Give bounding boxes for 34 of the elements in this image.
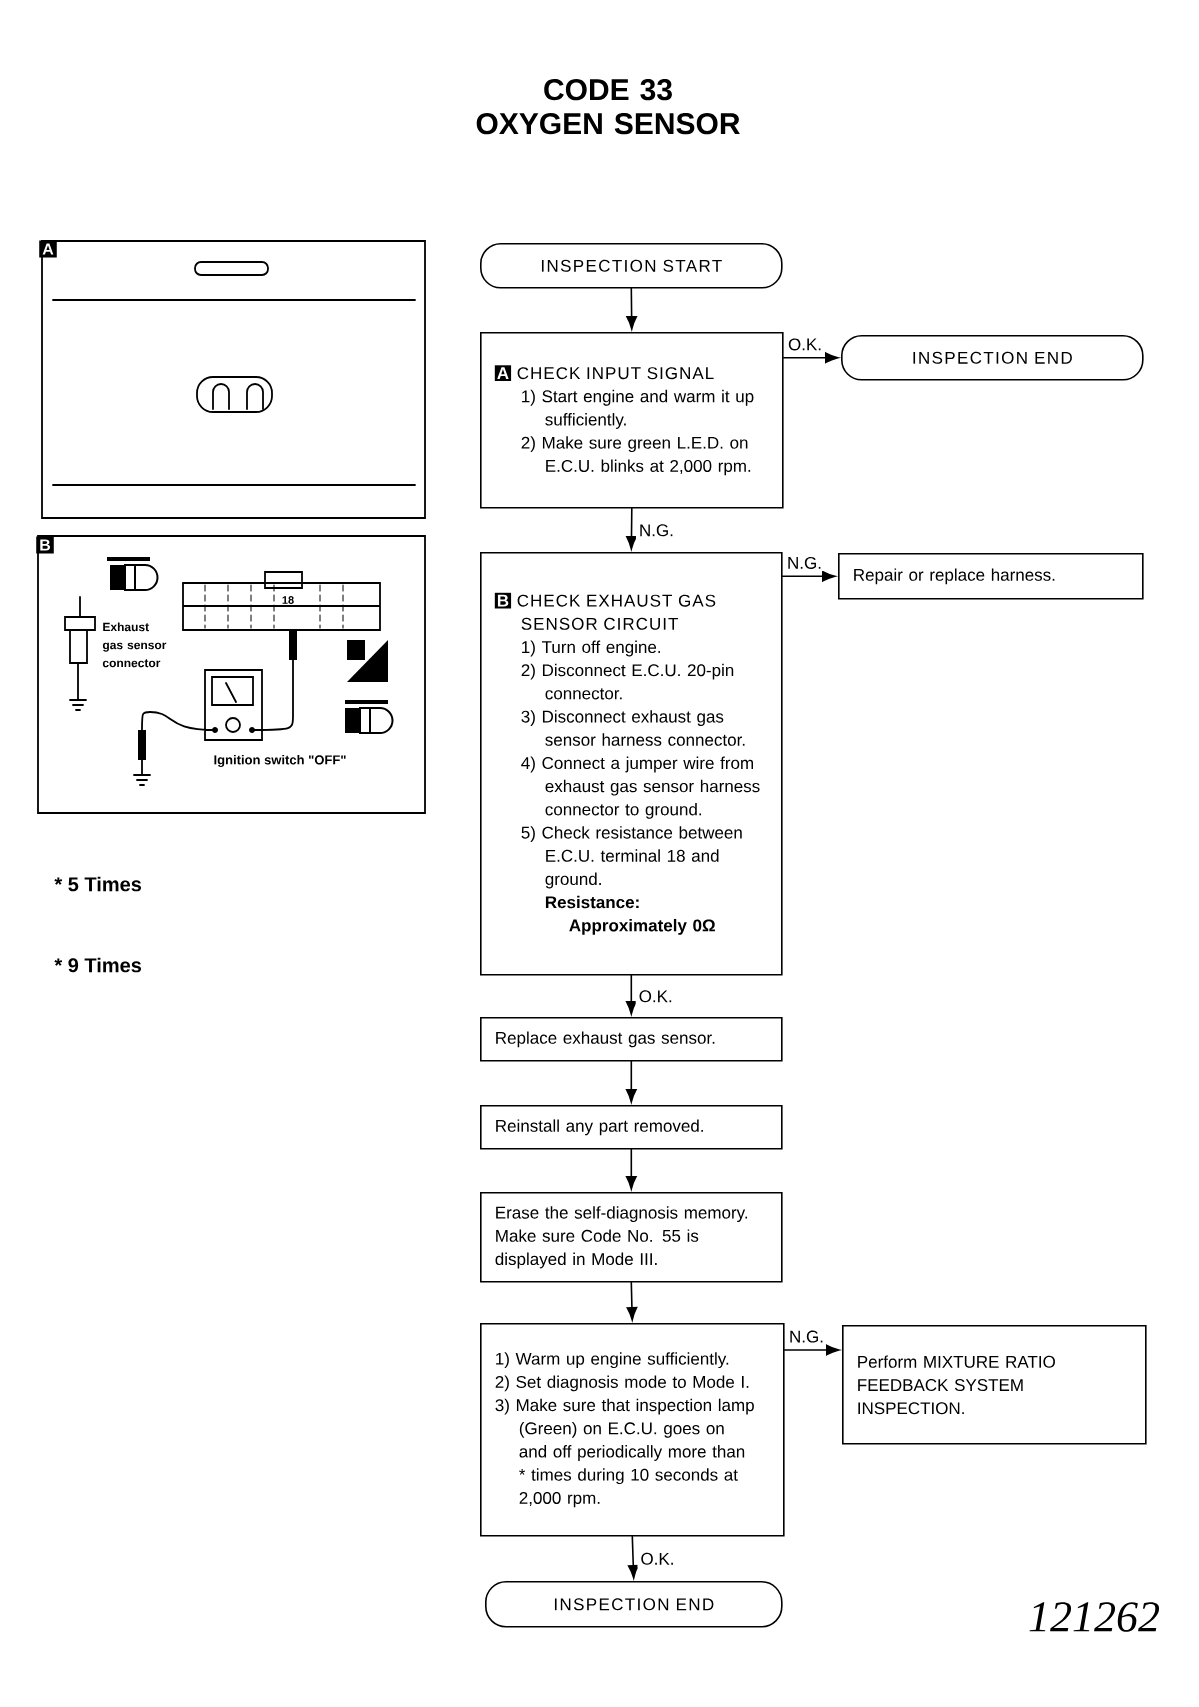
- arrow: [782, 352, 839, 364]
- arrow: [626, 507, 637, 550]
- note-text: * 9 Times: [54, 957, 142, 973]
- title: CODE 33 OXYGEN SENSOR: [476, 79, 740, 135]
- note-text: * 5 Times: [54, 876, 142, 892]
- process-box: 1) Warm up engine sufficiently. 2) Set diagnosis mode to Mode I. 3) Make sure that inspection lamp (Green) on E.C.U. goes on and off periodically more than * times during 10 seconds at 2,000 rpm.: [480, 1323, 785, 1537]
- terminal-box: INSPECTION END: [485, 1581, 783, 1628]
- pin-number: 18: [280, 595, 296, 605]
- arrow: [626, 1281, 638, 1321]
- arrow: [625, 974, 637, 1015]
- process-box: Erase the self-diagnosis memory. Make sure Code No. 55 is displayed in Mode III.: [480, 1192, 783, 1283]
- process-box: Perform MIXTURE RATIO FEEDBACK SYSTEM INSPECTION.: [842, 1325, 1147, 1445]
- edge-label: N.G.: [635, 521, 677, 540]
- arrow: [627, 1535, 639, 1579]
- edge-label: N.G.: [785, 554, 824, 571]
- terminal-box: INSPECTION START: [480, 243, 783, 289]
- edge-label: N.G.: [787, 1328, 826, 1345]
- arrow: [625, 1060, 637, 1103]
- arrow: [783, 1344, 840, 1356]
- arrow: [625, 1148, 637, 1190]
- process-box: Replace exhaust gas sensor.: [480, 1017, 783, 1062]
- callout-text: Ignition switch "OFF": [214, 754, 346, 768]
- edge-label: O.K.: [786, 336, 824, 353]
- edge-label: O.K.: [635, 987, 676, 1006]
- arrow: [781, 570, 836, 582]
- process-box: Reinstall any part removed.: [480, 1105, 783, 1150]
- callout-text: Exhaust gas sensor connector: [102, 622, 167, 668]
- process-box: A CHECK INPUT SIGNAL 1) Start engine and warm it up sufficiently. 2) Make sure green L.E.D. on E.C.U. blinks at 2,000 rpm.: [480, 332, 784, 509]
- process-box: Repair or replace harness.: [838, 553, 1144, 600]
- terminal-box: INSPECTION END: [841, 335, 1144, 381]
- figure-number: 121262: [1029, 1602, 1160, 1632]
- edge-label: O.K.: [637, 1549, 678, 1568]
- process-box: B CHECK EXHAUST GAS SENSOR CIRCUIT 1) Turn off engine. 2) Disconnect E.C.U. 20-pin connector. 3) Disconnect exhaust gas sensor harness connector. 4) Connect a jumper wire from exhaust gas sensor harness connector to ground. 5) Check resistance between E.C.U. terminal 18 and ground. Resistance: Approximately 0Ω: [480, 552, 783, 976]
- arrow: [626, 287, 638, 330]
